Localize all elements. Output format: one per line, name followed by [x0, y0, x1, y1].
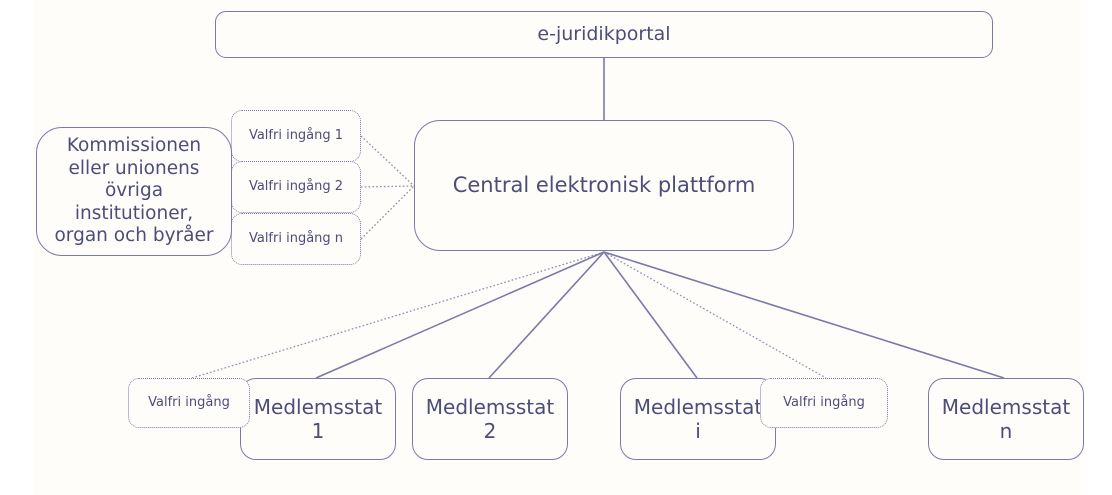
node-optional-entry-2[interactable]: Valfri ingång 2: [231, 161, 361, 213]
connector-entryn-to-platform: [360, 185, 415, 240]
left-margin: [0, 0, 33, 495]
node-optional-entry-member-state-1[interactable]: Valfri ingång: [128, 378, 250, 428]
connector-platform-to-ms1: [315, 251, 605, 379]
connector-platform-to-entry-left: [191, 251, 605, 379]
connector-platform-to-msn: [603, 251, 1005, 379]
node-member-state-2[interactable]: Medlemsstat 2: [412, 378, 568, 460]
connector-platform-to-entry-right: [603, 251, 827, 379]
connector-platform-to-msi: [603, 251, 698, 379]
node-member-state-i[interactable]: Medlemsstat i: [620, 378, 776, 460]
right-margin: [1085, 0, 1112, 495]
connector-entry1-to-platform: [360, 135, 415, 187]
node-e-juridikportal[interactable]: e-juridikportal: [215, 11, 993, 58]
connector-entry2-to-platform: [360, 185, 415, 188]
node-optional-entry-1[interactable]: Valfri ingång 1: [231, 110, 361, 162]
node-optional-entry-member-state-i[interactable]: Valfri ingång: [760, 378, 888, 428]
node-institutions[interactable]: Kommissionen eller unionens övriga insti…: [36, 127, 232, 256]
connector-platform-to-ms2: [488, 251, 605, 379]
node-member-state-n[interactable]: Medlemsstat n: [928, 378, 1084, 460]
node-central-platform[interactable]: Central elektronisk plattform: [414, 120, 794, 251]
node-member-state-1[interactable]: Medlemsstat 1: [240, 378, 396, 460]
node-optional-entry-n[interactable]: Valfri ingång n: [231, 213, 361, 265]
